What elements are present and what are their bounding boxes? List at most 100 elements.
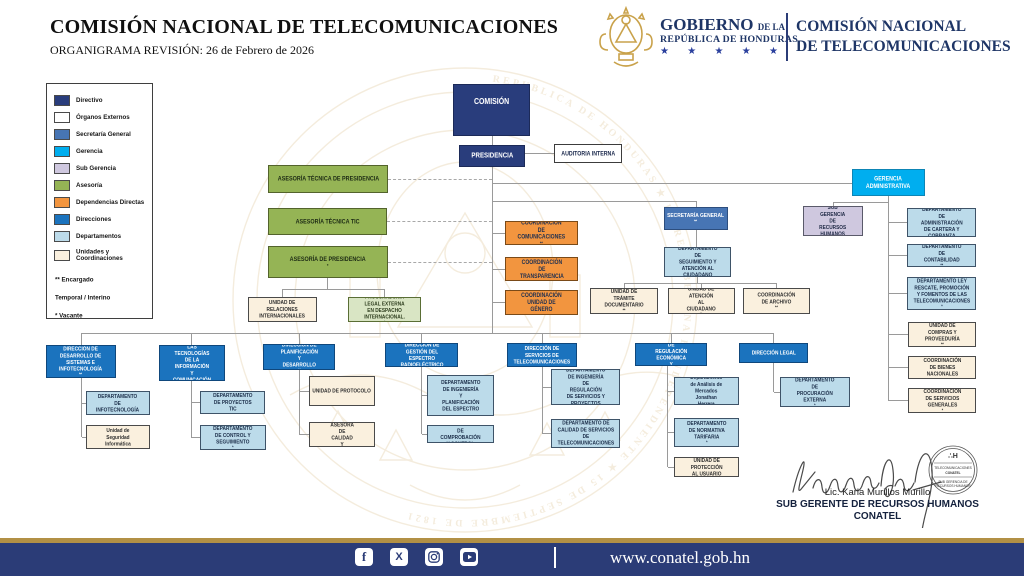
connector-line bbox=[773, 363, 774, 392]
org-node-depto-seguimiento-atencion: DEPARTAMENTO DE SEGUIMIENTO Y ATENCIÓN A… bbox=[664, 247, 731, 277]
connector-line bbox=[81, 378, 82, 437]
connector-line bbox=[888, 196, 889, 401]
org-node-depto-ingenieria-regulacion: DEPARTAMENTO DE INGENIERÍA DE REGULACIÓN… bbox=[551, 369, 620, 405]
legend-swatch bbox=[54, 146, 70, 157]
legend-swatch bbox=[54, 95, 70, 106]
signer-org: CONATEL bbox=[853, 511, 902, 522]
legend-note: Temporal / Interino bbox=[55, 294, 111, 302]
org-node-depto-cartera-cobranza: DEPARTAMENTO DE ADMINISTRACIÓN DE CARTER… bbox=[907, 208, 976, 237]
legend-item: Asesoría bbox=[54, 177, 150, 194]
connector-line bbox=[192, 402, 200, 403]
connector-line bbox=[697, 277, 698, 283]
connector-line bbox=[889, 400, 908, 401]
legend-swatch bbox=[54, 197, 70, 208]
org-node-direccion-planificacion: DIRECCIÓN DE PLANIFICACIÓN Y DESARROLLO*… bbox=[263, 344, 335, 370]
org-node-unidad-proteccion-usuario: UNIDAD DE PROTECCIÓN AL USUARIO bbox=[674, 457, 739, 477]
star-icon: ★ bbox=[741, 46, 751, 57]
org-node-depto-contabilidad: DEPARTAMENTO DE CONTABILIDAD** bbox=[907, 244, 976, 267]
connector-line bbox=[889, 293, 907, 294]
star-icon: ★ bbox=[769, 46, 778, 57]
org-node-unidad-protocolo: UNIDAD DE PROTOCOLO bbox=[309, 376, 375, 406]
connector-line bbox=[421, 333, 422, 343]
org-node-unidad-asesora-calidad: UNIDAD ASESORA DE CALIDAD Y MEJORA bbox=[309, 422, 375, 447]
org-node-coordinacion-bienes-nacionales: COORDINACIÓN DE BIENES NACIONALES bbox=[908, 356, 976, 379]
org-node-depto-normativa-tarifaria: DEPARTAMENTO DE NORMATIVA TARIFARIA* bbox=[674, 418, 739, 447]
legend-swatch bbox=[54, 180, 70, 191]
republica-label: REPÚBLICA DE HONDURAS bbox=[660, 34, 799, 45]
legend-label: Asesoría bbox=[76, 181, 103, 189]
org-node-unidad-seguridad-informatica: Unidad de Seguridad Informática bbox=[86, 425, 150, 449]
connector-line bbox=[493, 302, 505, 303]
connector-line bbox=[493, 183, 852, 184]
connector-line bbox=[327, 278, 328, 289]
org-node-direccion-desarrollo-sistemas: DIRECCIÓN DE DESARROLLO DE SISTEMAS E IN… bbox=[46, 345, 116, 378]
logo-divider bbox=[786, 13, 788, 61]
connector-line bbox=[624, 283, 777, 284]
legend-item: Direcciones bbox=[54, 211, 150, 228]
legend-item: Gerencia bbox=[54, 143, 150, 160]
connector-line bbox=[776, 283, 777, 288]
connector-line bbox=[300, 434, 309, 435]
svg-text:∴H: ∴H bbox=[948, 453, 958, 460]
org-node-depto-calidad-servicios: DEPARTAMENTO DE CALIDAD DE SERVICIOS DE … bbox=[551, 419, 620, 448]
connector-line bbox=[833, 202, 889, 203]
legend-item: Unidades y Coordinaciones bbox=[54, 245, 150, 265]
signer-role: SUB GERENTE DE RECURSOS HUMANOS bbox=[776, 499, 979, 510]
connector-line bbox=[422, 434, 427, 435]
org-node-direccion-servicios-telecom: DIRECCIÓN DE SERVICIOS DE TELECOMUNICACI… bbox=[507, 343, 577, 367]
connector-line bbox=[543, 433, 551, 434]
org-node-depto-comprobacion-control: DEPARTAMENTO DE COMPROBACIÓN Y CONTROL bbox=[427, 425, 494, 443]
facebook-icon: f bbox=[355, 548, 373, 566]
org-node-direccion-espectro: DIRECCIÓN DE GESTIÓN DEL ESPECTRO RADIOE… bbox=[385, 343, 458, 367]
org-node-unidad-atencion-ciudadano: UNIDAD DE ATENCIÓN AL CIUDADANO** bbox=[668, 288, 735, 314]
connector-line bbox=[81, 333, 82, 345]
legend-item: Dependencias Directas bbox=[54, 194, 150, 211]
honduras-coat-of-arms bbox=[599, 6, 653, 67]
org-node-coordinacion-transparencia: COORDINACIÓN DE TRANSPARENCIA bbox=[505, 257, 578, 281]
org-node-unidad-tramite-documentario: UNIDAD DE TRÁMITE DOCUMENTARIO** bbox=[590, 288, 658, 314]
connector-line bbox=[542, 367, 543, 434]
connector-line bbox=[388, 262, 492, 263]
legend-label: Órganos Externos bbox=[76, 113, 130, 121]
gobierno-label: GOBIERNO DE LA bbox=[660, 15, 786, 34]
connector-line bbox=[774, 392, 780, 393]
youtube-icon bbox=[460, 548, 478, 566]
connector-line bbox=[300, 391, 309, 392]
svg-text:SUB GERENCIA DE: SUB GERENCIA DE bbox=[938, 480, 967, 484]
connector-line bbox=[542, 333, 543, 343]
signature-block: ∴H TELECOMUNICACIONES CONATEL SUB GERENC… bbox=[775, 436, 990, 528]
legend-item: Departamentos bbox=[54, 228, 150, 245]
connector-line bbox=[282, 289, 283, 297]
footer-divider bbox=[554, 547, 556, 568]
org-node-comision: COMISIÓN bbox=[453, 84, 530, 136]
connector-line bbox=[668, 467, 674, 468]
legend-item: Órganos Externos bbox=[54, 109, 150, 126]
connector-line bbox=[493, 269, 505, 270]
connector-line bbox=[384, 289, 385, 297]
connector-line bbox=[667, 366, 668, 467]
legend-swatch bbox=[54, 129, 70, 140]
page-title: COMISIÓN NACIONAL DE TELECOMUNICACIONES bbox=[50, 16, 559, 38]
connector-line bbox=[889, 367, 908, 368]
conatel-logo-text: COMISIÓN NACIONAL DE TELECOMUNICACIONES bbox=[796, 18, 1011, 56]
connector-line bbox=[889, 255, 907, 256]
legend-swatch bbox=[54, 231, 70, 242]
footer-gold-stripe bbox=[0, 538, 1024, 543]
org-node-asesoria-de-presidencia: ASESORÍA DE PRESIDENCIA* bbox=[268, 246, 388, 278]
org-node-sub-gerencia-rrhh: SUB GERENCIA DE RECURSOS HUMANOS bbox=[803, 206, 863, 236]
org-node-depto-ingenieria-espectro: DEPARTAMENTO DE INGENIERÍA Y PLANIFICACI… bbox=[427, 375, 494, 416]
connector-line bbox=[668, 432, 674, 433]
connector-line bbox=[493, 201, 696, 202]
connector-line bbox=[422, 395, 427, 396]
svg-text:TELECOMUNICACIONES: TELECOMUNICACIONES bbox=[934, 466, 972, 470]
connector-line bbox=[192, 437, 200, 438]
legend-label: Dependencias Directas bbox=[76, 198, 145, 206]
page-subtitle: ORGANIGRAMA REVISIÓN: 26 de Febrero de 2… bbox=[50, 43, 314, 57]
connector-line bbox=[299, 370, 300, 435]
connector-line bbox=[421, 367, 422, 434]
connector-line bbox=[388, 179, 492, 180]
connector-line bbox=[833, 202, 834, 206]
org-node-asesoria-tecnica-presidencia: ASESORÍA TÉCNICA DE PRESIDENCIA bbox=[268, 165, 388, 193]
org-node-coordinacion-archivo: COORDINACIÓN DE ARCHIVO** bbox=[743, 288, 810, 314]
